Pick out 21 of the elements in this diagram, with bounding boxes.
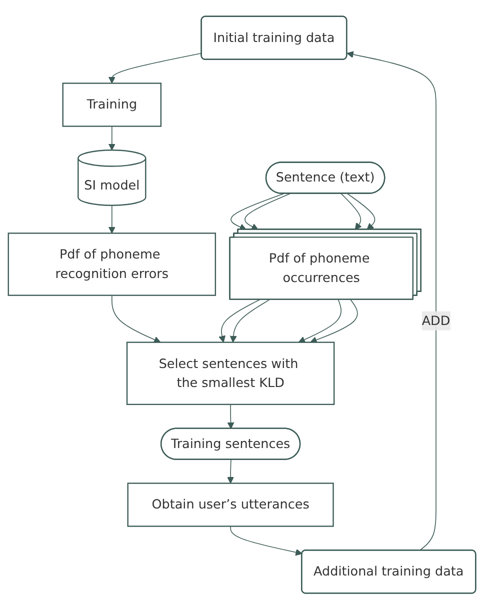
arrow	[340, 193, 362, 230]
arrow	[108, 126, 116, 150]
arrow	[218, 299, 260, 342]
arrow	[347, 193, 376, 230]
arrow	[230, 299, 270, 342]
arrow	[230, 193, 284, 230]
node-box: Training	[62, 82, 162, 127]
arrow	[227, 459, 234, 484]
arrow	[244, 193, 290, 230]
arrow	[108, 52, 202, 84]
arrow	[230, 526, 302, 556]
arrow	[346, 50, 436, 551]
edge-label: ADD	[422, 312, 450, 328]
node-box: Pdf of phoneme recognition errors	[8, 232, 216, 296]
arrow	[112, 294, 161, 343]
node-box: Obtain user’s utterances	[127, 482, 334, 527]
arrow	[310, 299, 358, 344]
arrow	[108, 204, 116, 234]
arrow	[298, 299, 342, 343]
arrow	[227, 404, 234, 429]
node-box: Select sentences with the smallest KLD	[126, 341, 335, 405]
